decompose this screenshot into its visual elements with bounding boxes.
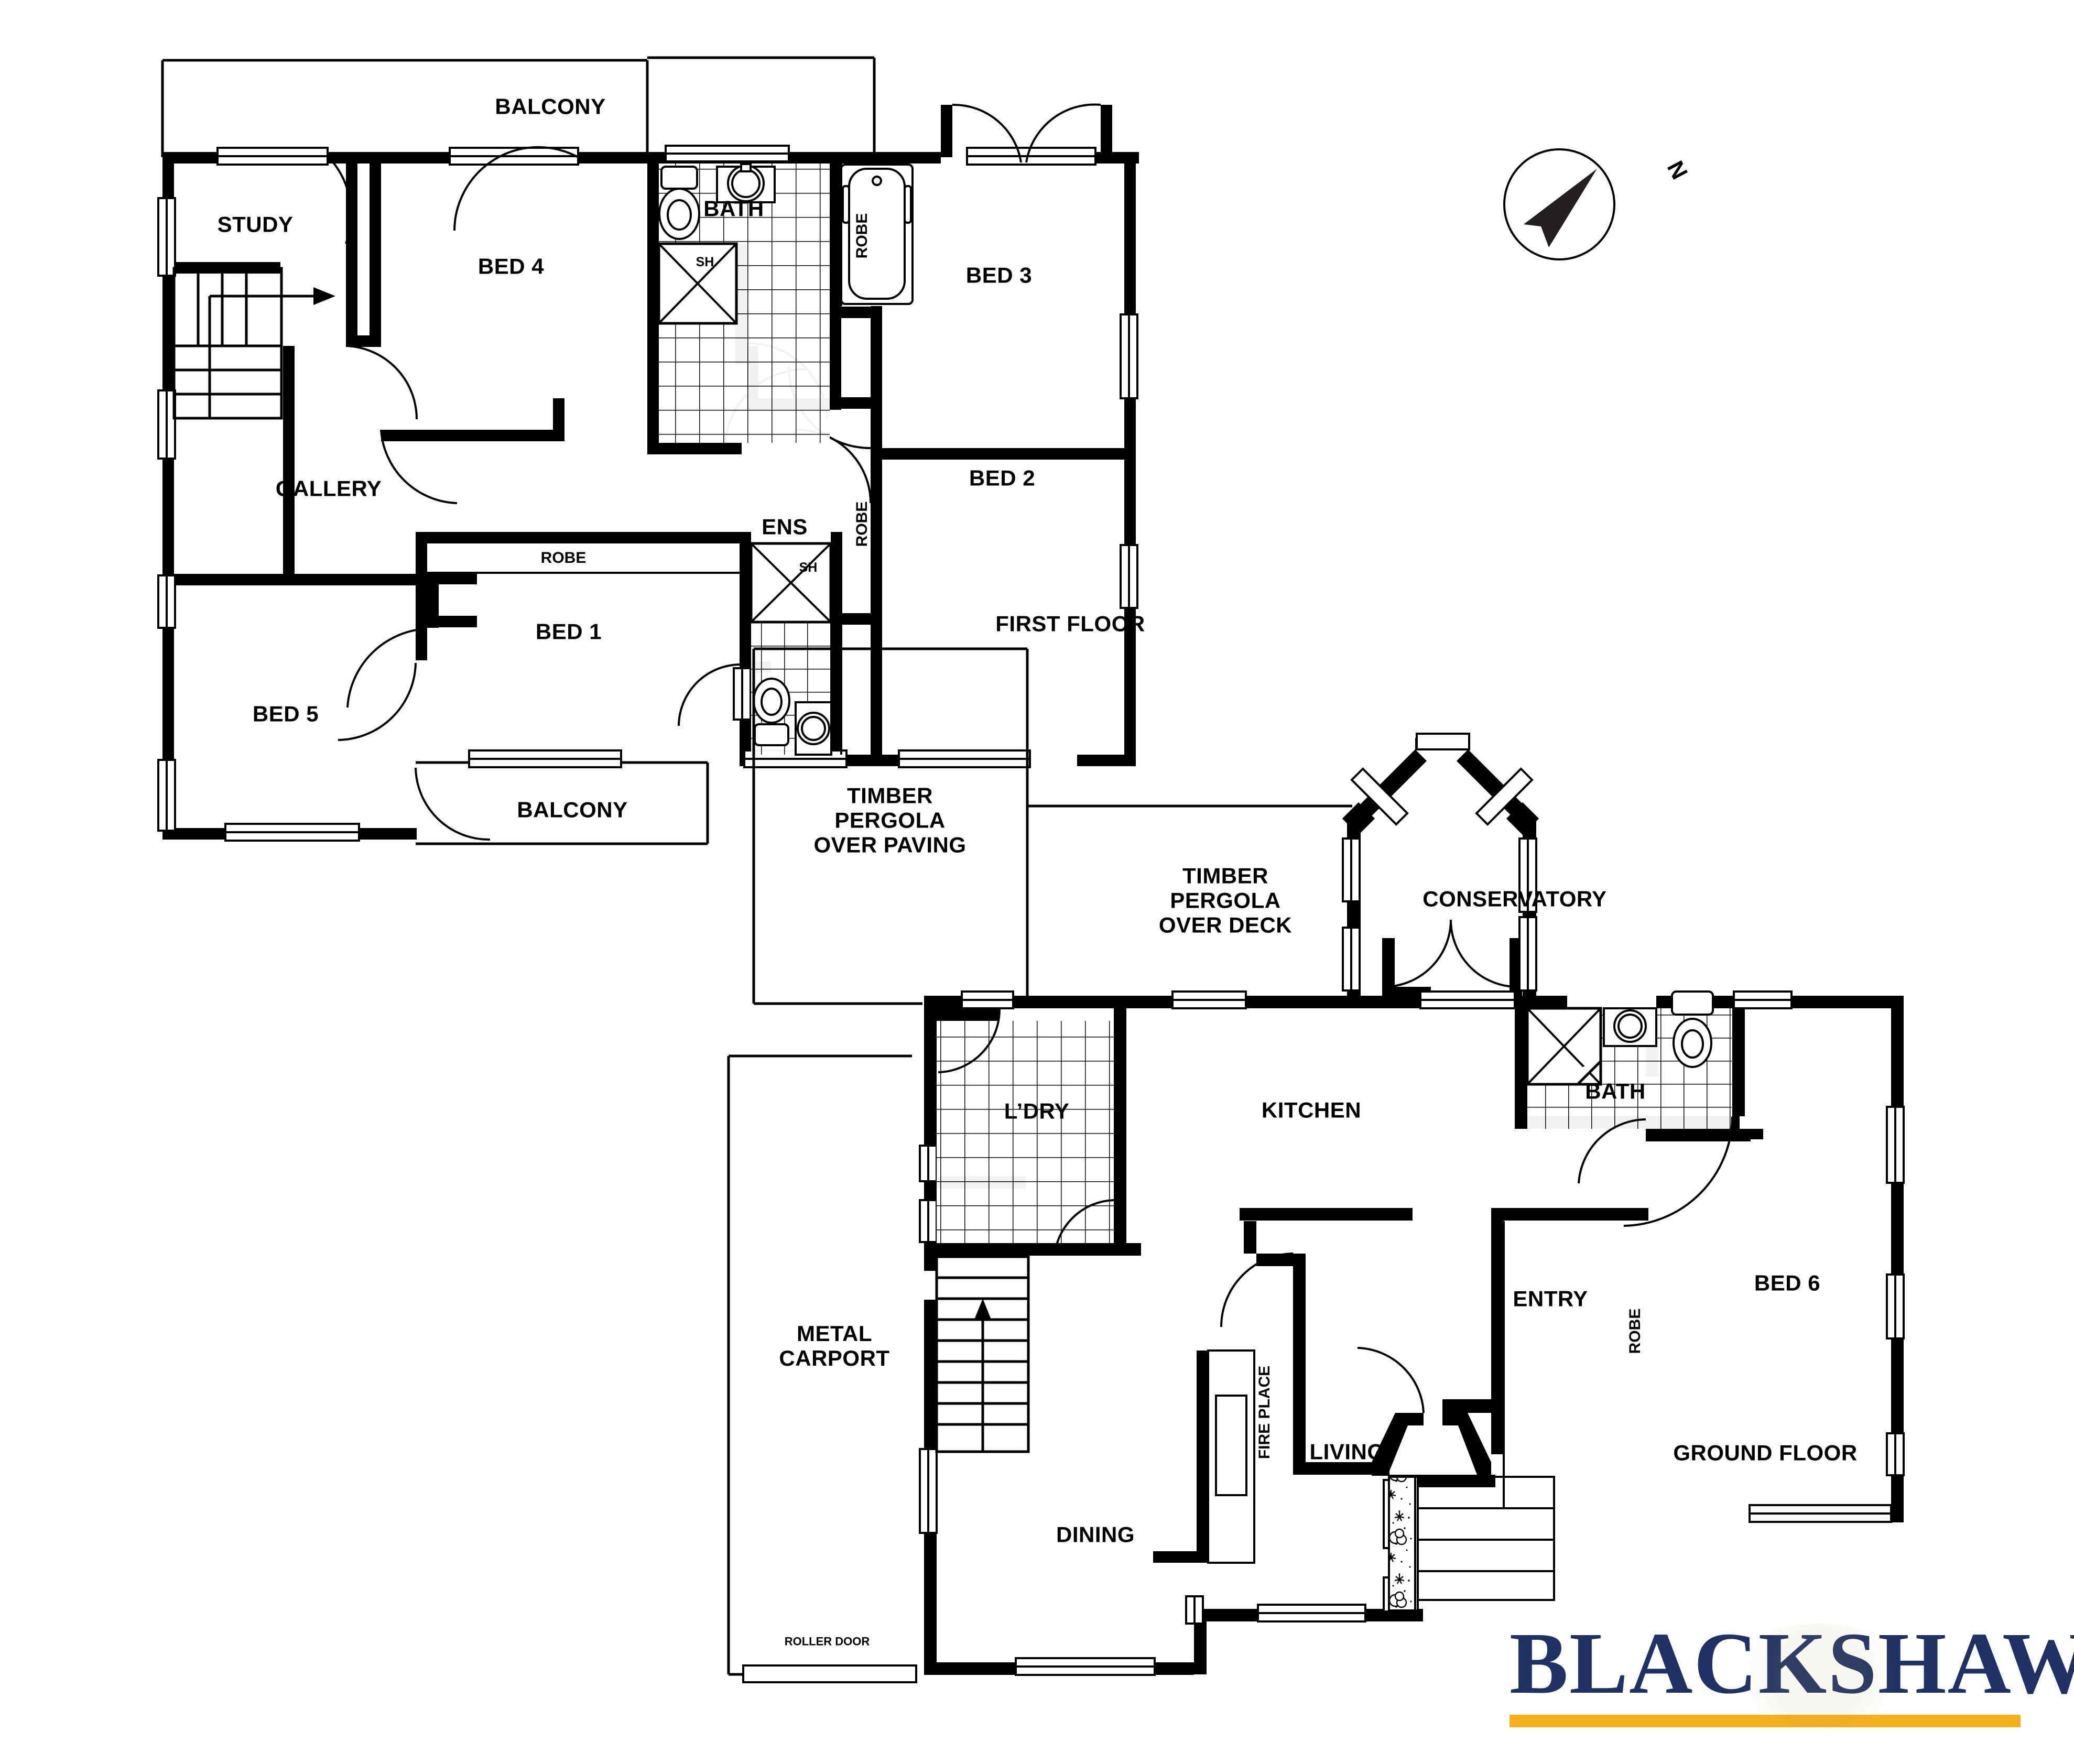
ground-floor-bath-fixtures [1526,990,1714,1086]
label-bed-3: BED 3 [965,263,1033,288]
pergola-deck-l1: TIMBER [1182,863,1268,888]
label-pergola-deck: TIMBER PERGOLA OVER DECK [1159,863,1292,937]
label-sh-bath: SH [696,255,714,269]
label-sh-ens: SH [799,560,818,575]
label-metal-carport: METAL CARPORT [779,1321,889,1370]
logo-wordmark: BLACKSHAW [1510,1615,2074,1712]
logo-watermark [1724,1624,1913,1728]
label-balcony-upper: BALCONY [495,94,606,119]
first-floor-stairs [172,267,335,420]
ground-floor-thin-lines [1414,1221,1505,1610]
logo-accent-bar [1510,1715,2021,1727]
compass-rose [1503,148,1615,260]
label-living: LIVING [1309,1439,1385,1464]
timber-pergola-paving-outline [752,647,1029,1005]
label-entry: ENTRY [1513,1286,1588,1311]
ground-floor-plan [727,647,1905,1683]
garden-bed [1388,1476,1419,1611]
label-pergola-paving: TIMBER PERGOLA OVER PAVING [814,783,967,857]
label-robe-bath: ROBE [853,213,871,259]
label-gallery: GALLERY [275,476,382,501]
label-ens: ENS [762,514,808,539]
label-study: STUDY [217,212,294,237]
pergola-paving-l3: OVER PAVING [813,832,967,857]
label-dining: DINING [1056,1522,1135,1547]
first-floor-windows [157,145,1138,842]
pergola-paving-l2: PERGOLA [834,808,946,833]
carport-l2: CARPORT [779,1346,890,1370]
label-roller-door: ROLLER DOOR [784,1635,870,1648]
ground-floor-internal-stairs [935,1255,1030,1453]
ground-floor-doors [938,919,1733,1413]
label-balcony-lower: BALCONY [517,797,628,822]
fire-place-symbol [1153,1349,1255,1564]
roller-door [742,1664,917,1683]
label-bed-2: BED 2 [969,465,1036,491]
entry-stairs [1414,1476,1555,1601]
label-bed-5: BED 5 [252,701,319,726]
label-robe-bed1: ROBE [540,549,587,567]
label-bed-4: BED 4 [477,254,545,279]
carport-l1: METAL [796,1321,873,1346]
pergola-paving-l1: TIMBER [847,783,933,808]
label-bed-1: BED 1 [535,619,602,644]
blackshaw-logo: BLACKSHAW [1510,1615,2074,1740]
label-kitchen: KITCHEN [1261,1097,1362,1123]
pergola-deck-l3: OVER DECK [1158,912,1293,938]
label-conservatory: CONSERVATORY [1423,886,1607,911]
label-robe-ens: ROBE [853,501,871,547]
first-floor-bath-fixtures [657,163,914,443]
first-floor-balcony-outline [161,56,876,157]
label-bath-upper: BATH [703,196,764,221]
pergola-deck-l2: PERGOLA [1170,888,1281,913]
label-bed-6: BED 6 [1754,1270,1821,1295]
label-ground-floor-title: GROUND FLOOR [1673,1440,1858,1465]
label-first-floor-title: FIRST FLOOR [995,611,1145,636]
first-floor-plan [157,56,1139,845]
label-fire-place: FIRE PLACE [1256,1365,1274,1460]
label-bath-ground: BATH [1585,1079,1646,1104]
label-robe-bed6: ROBE [1626,1308,1644,1354]
label-ldry: L’DRY [1004,1098,1070,1124]
